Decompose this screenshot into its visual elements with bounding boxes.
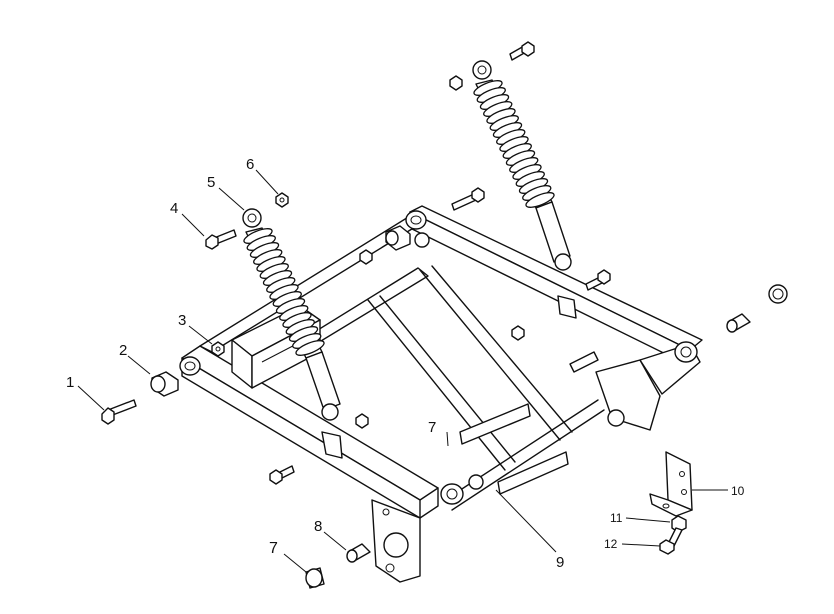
nut-part-3 (211, 341, 225, 357)
bolt-part-4 (205, 229, 237, 250)
callout-2: 2 (119, 342, 127, 359)
bushing-frame-b (414, 232, 430, 248)
callout-10: 10 (731, 484, 745, 498)
callout-11: 11 (610, 511, 623, 525)
bolt-part-1 (101, 399, 137, 425)
nut-top (449, 75, 463, 91)
callout-5: 5 (207, 174, 215, 191)
bushing-right-large (768, 284, 788, 304)
callout-3: 3 (178, 312, 186, 329)
callout-4: 4 (170, 200, 178, 217)
leader-lines (77, 169, 728, 573)
bolt-lower (269, 465, 295, 485)
callout-1: 1 (66, 374, 74, 391)
nut-part-6 (275, 192, 289, 208)
spring-coil (295, 340, 325, 356)
bushing-frame-c (607, 409, 625, 427)
bushing-part-7 (305, 567, 325, 589)
right-shock-spring (473, 80, 555, 208)
spring-coil (525, 192, 555, 208)
bushing-part-8 (346, 543, 371, 563)
callout-7-lower: 7 (269, 540, 278, 557)
nut-frame-b (511, 325, 525, 341)
callout-9: 9 (556, 554, 564, 571)
bushing-part-2 (150, 371, 179, 397)
nut-frame-a (359, 249, 373, 265)
callout-6: 6 (246, 156, 254, 173)
bolt-mid (451, 187, 485, 211)
pin-frame (569, 351, 599, 373)
nut-frame-c (355, 413, 369, 429)
swingarm-frame (179, 205, 703, 583)
bolt-top-right (509, 41, 535, 61)
callout-8: 8 (314, 518, 322, 535)
bolt-part-12 (659, 527, 683, 555)
bolt-right (585, 269, 611, 291)
left-shock-spring (243, 228, 325, 356)
bushing-right-small (726, 313, 751, 333)
callout-7-upper: 7 (428, 419, 436, 436)
bushing-frame-d (468, 474, 484, 490)
bushing-frame-a (385, 225, 411, 251)
callout-12: 12 (604, 537, 618, 551)
bracket-part-10 (649, 451, 693, 517)
